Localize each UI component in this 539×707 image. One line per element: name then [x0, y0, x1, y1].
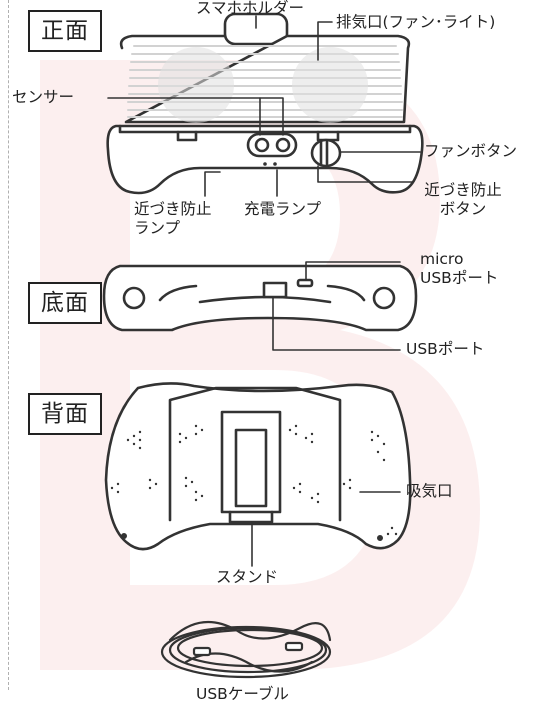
section-label-back: 背面: [28, 393, 102, 435]
label-charge-lamp: 充電ランプ: [244, 200, 322, 218]
bottom-view-device: [102, 264, 418, 332]
label-micro-usb-line2: USBポート: [420, 269, 499, 287]
label-proximity-lamp: 近づき防止 ランプ: [134, 200, 212, 238]
label-proximity-button-line2: ボタン: [439, 200, 487, 218]
label-stand: スタンド: [216, 568, 279, 586]
label-sensor: センサー: [12, 88, 75, 106]
label-fan-button: ファンボタン: [424, 142, 518, 160]
section-label-front: 正面: [28, 10, 102, 52]
label-phone-holder: スマホホルダー: [196, 0, 305, 17]
label-proximity-lamp-line2: ランプ: [134, 219, 181, 237]
label-proximity-lamp-line1: 近づき防止: [134, 200, 212, 218]
label-exhaust: 排気口(ファン･ライト): [336, 13, 496, 31]
label-usb-port: USBポート: [406, 340, 485, 358]
back-view-device: [104, 382, 412, 551]
vent-dots-left: [110, 424, 204, 502]
label-intake: 吸気口: [406, 482, 453, 500]
dashed-guide-line: [8, 0, 9, 690]
usb-cable-coil: [160, 620, 332, 679]
label-micro-usb-line1: micro: [420, 250, 464, 268]
vent-dots-right: [288, 424, 398, 536]
background-watermark-b: [40, 60, 480, 670]
label-proximity-button-line1: 近づき防止: [424, 181, 502, 199]
label-micro-usb: micro USBポート: [420, 250, 498, 288]
front-view-device: [106, 12, 424, 195]
label-proximity-button: 近づき防止 ボタン: [418, 181, 508, 219]
section-label-bottom: 底面: [28, 282, 102, 324]
label-usb-cable: USBケーブル: [196, 685, 289, 703]
